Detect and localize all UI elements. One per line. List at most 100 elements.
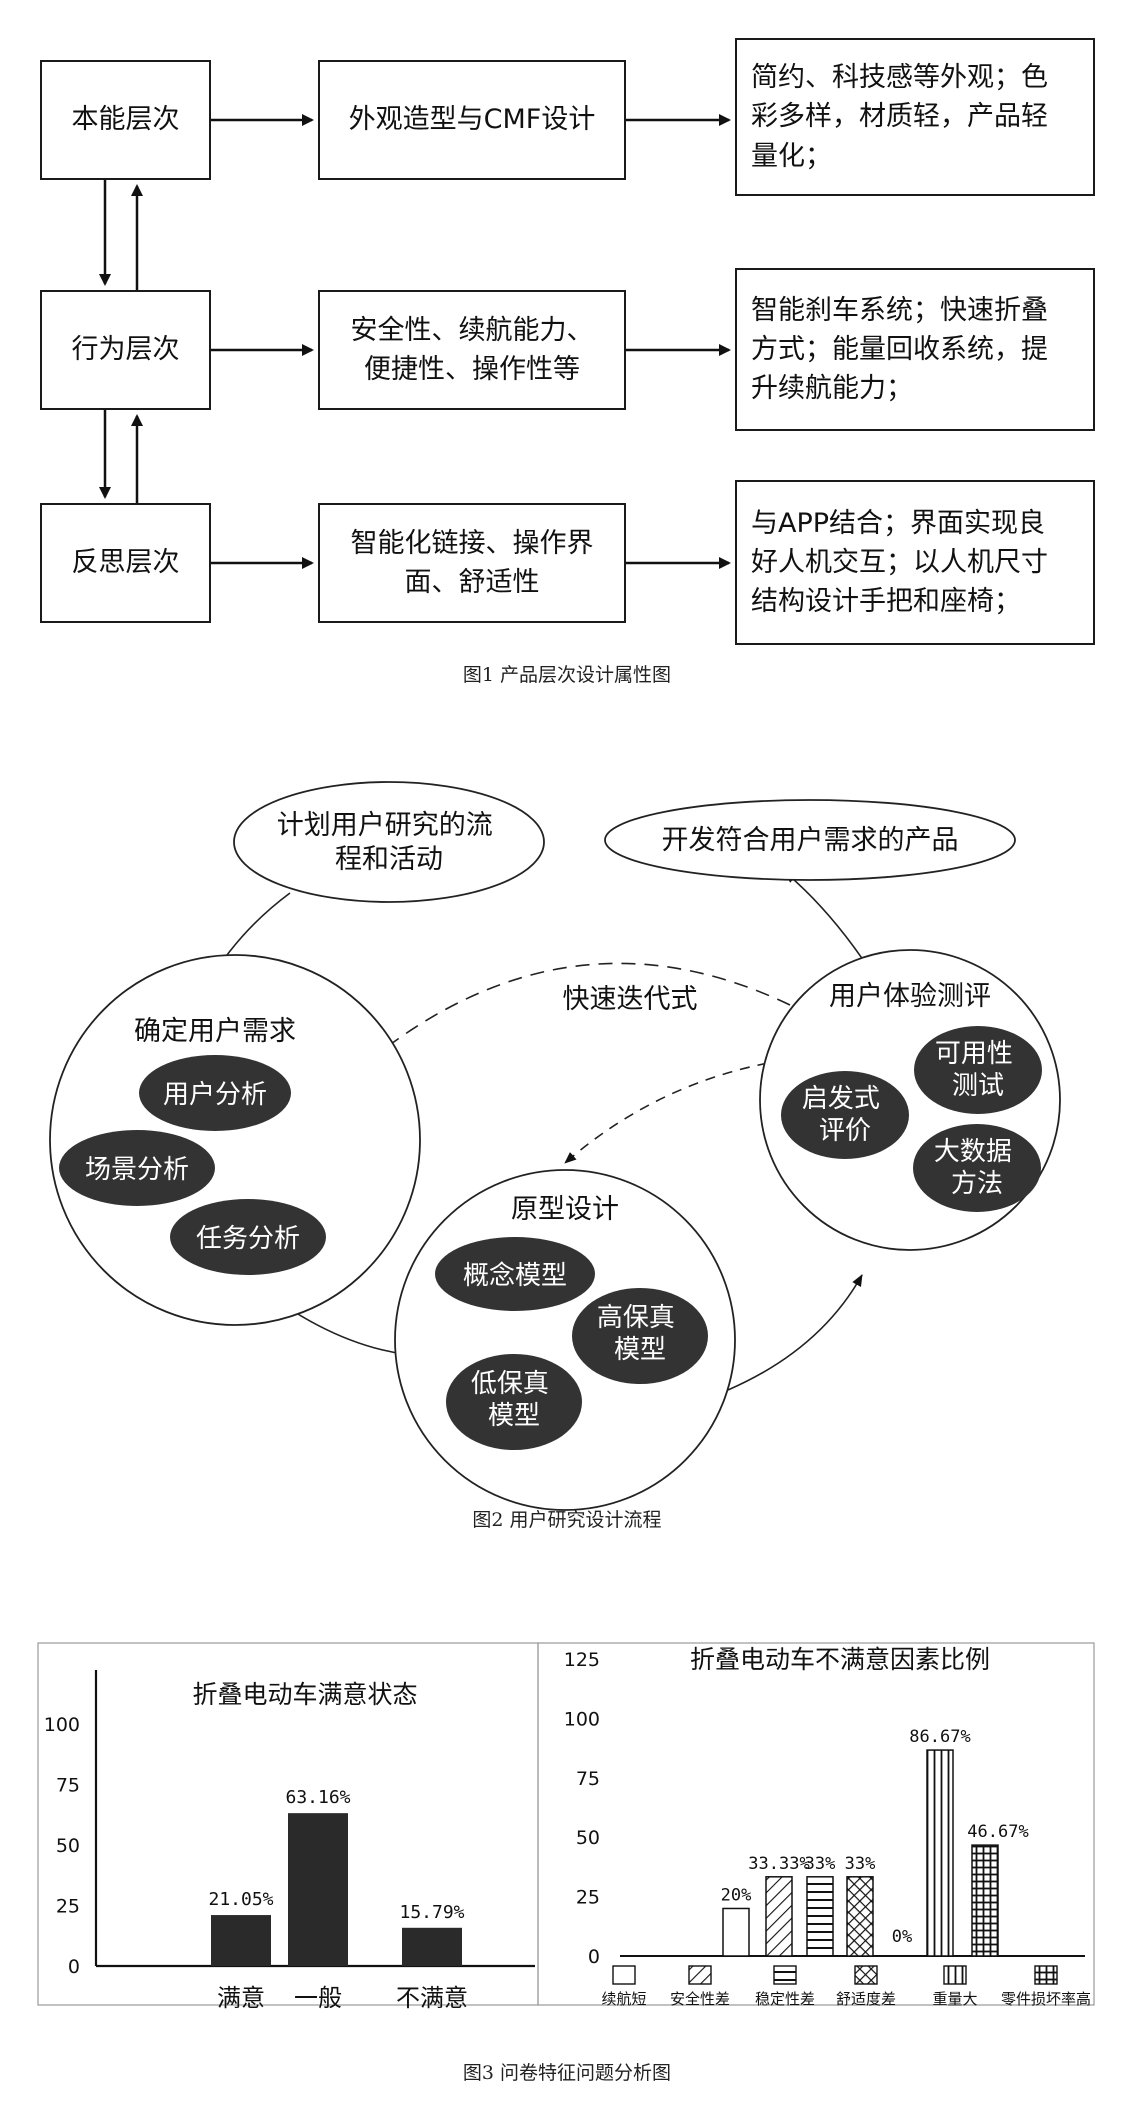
- chart-2-value-label: 86.67%: [909, 1727, 970, 1747]
- proto-title: 原型设计: [511, 1194, 619, 1225]
- chart-2-legend-label: 舒适度差: [836, 1990, 896, 2008]
- level-box-behavior: 行为层次: [40, 290, 211, 410]
- chart-2-bar: [806, 1876, 834, 1957]
- figure-1-arrows: [99, 114, 731, 569]
- chart-2-y-tick-label: 125: [564, 1649, 600, 1671]
- chart-2-legend-label: 零件损坏率高: [1001, 1990, 1091, 2008]
- chart-2-value-label: 20%: [721, 1885, 752, 1905]
- chart-2-value-label: 33%: [805, 1854, 836, 1874]
- attribute-box-2: 安全性、续航能力、 便捷性、操作性等: [318, 290, 626, 410]
- chart-1-y-tick-label: 25: [56, 1896, 80, 1918]
- test-item-bubble: [913, 1124, 1041, 1212]
- attribute-box-3: 智能化链接、操作界 面、舒适性: [318, 503, 626, 623]
- plan-text-line-1: 计划用户研究的流: [277, 810, 493, 841]
- chart-2-bar: [926, 1749, 954, 1957]
- solution-box-3: 与APP结合；界面实现良 好人机交互；以人机尺寸 结构设计手把和座椅；: [735, 480, 1095, 645]
- chart-2-value-label: 33.33%: [748, 1854, 809, 1874]
- chart-2-legend-swatch: [854, 1965, 878, 1985]
- chart-1-bar: [402, 1927, 462, 1966]
- needs-item-user: 用户分析: [163, 1080, 267, 1110]
- iterate-label: 快速迭代式: [563, 984, 698, 1015]
- test-item-usability-line-1: 可用性: [935, 1039, 1013, 1069]
- needs-circle: [49, 954, 421, 1326]
- chart-1-category-label: 满意: [217, 1984, 265, 2012]
- chart-1-bar: [288, 1813, 348, 1966]
- chart-1-value-label: 15.79%: [399, 1902, 464, 1923]
- flow-test-to-develop: [784, 871, 871, 971]
- proto-item-hifi-line-1: 高保真: [597, 1303, 675, 1333]
- chart-2-value-label: 46.67%: [967, 1822, 1028, 1842]
- chart-2-y-tick-label: 75: [576, 1768, 600, 1790]
- iteration-arc-inner: [564, 1059, 786, 1164]
- chart-1-category-label: 一般: [294, 1984, 342, 2012]
- test-item-heuristic: 启发式 评价: [802, 1084, 888, 1146]
- chart-2-legend-swatch: [773, 1965, 797, 1985]
- chart-2-legend-swatch: [612, 1965, 636, 1985]
- chart-2-y-tick-label: 25: [576, 1887, 600, 1909]
- chart-2-legend-label: 重量大: [932, 1990, 977, 2008]
- test-item-bubble: [914, 1026, 1042, 1114]
- plan-ellipse: [233, 781, 545, 903]
- flow-proto-to-test: [727, 1274, 863, 1391]
- test-item-usability: 可用性 测试: [935, 1039, 1021, 1101]
- needs-item-bubble: [139, 1055, 291, 1131]
- chart-2-bar: [765, 1876, 793, 1957]
- needs-title: 确定用户需求: [134, 1016, 296, 1047]
- solution-box-2: 智能刹车系统；快速折叠 方式；能量回收系统，提 升续航能力；: [735, 268, 1095, 431]
- chart-2-zero-label: 0%: [892, 1927, 912, 1947]
- chart-2-legend-swatch: [1034, 1965, 1058, 1985]
- chart-2-legend-label: 稳定性差: [755, 1990, 815, 2008]
- test-item-bigdata-line-1: 大数据: [934, 1137, 1012, 1167]
- chart-1-y-tick-label: 75: [56, 1775, 80, 1797]
- test-item-bigdata-line-2: 方法: [951, 1169, 1003, 1199]
- test-item-heuristic-line-1: 启发式: [802, 1084, 880, 1114]
- needs-item-bubble: [170, 1199, 326, 1275]
- chart-2-value-label: 33%: [845, 1854, 876, 1874]
- chart-1-category-label: 不满意: [396, 1984, 468, 2012]
- proto-item-bubble: [446, 1354, 582, 1450]
- chart-2-bar: [971, 1844, 999, 1957]
- test-title: 用户体验测评: [829, 981, 991, 1012]
- figure-2: 计划用户研究的流 程和活动 开发符合用户需求的产品 快速迭代式 确定用户需求 用…: [49, 781, 1061, 1511]
- needs-item-bubble: [59, 1130, 215, 1206]
- chart-1-bar: [211, 1915, 271, 1966]
- needs-item-task: 任务分析: [196, 1224, 300, 1254]
- proto-item-concept: 概念模型: [463, 1261, 567, 1291]
- chart-2-y-tick-label: 100: [564, 1708, 600, 1730]
- chart-1-y-tick-label: 50: [56, 1835, 80, 1857]
- chart-1-y-tick-label: 0: [68, 1956, 80, 1978]
- proto-item-lofi: 低保真 模型: [471, 1369, 557, 1431]
- chart-2-legend-swatch: [688, 1965, 712, 1985]
- chart-2-bar: [846, 1876, 874, 1957]
- figure-3-caption: 图3 问卷特征问题分析图: [462, 2062, 672, 2084]
- develop-ellipse: [604, 799, 1016, 881]
- solution-box-1: 简约、科技感等外观；色 彩多样，材质轻，产品轻 量化；: [735, 38, 1095, 196]
- level-box-instinct: 本能层次: [40, 60, 211, 180]
- develop-text: 开发符合用户需求的产品: [662, 825, 959, 856]
- chart-2-frame: [537, 1642, 1095, 2006]
- test-item-heuristic-line-2: 评价: [819, 1116, 871, 1146]
- chart-2-title: 折叠电动车不满意因素比例: [690, 1645, 990, 1674]
- proto-item-lofi-line-1: 低保真: [471, 1369, 549, 1399]
- figure-2-caption: 图2 用户研究设计流程: [472, 1509, 662, 1531]
- chart-2-y-tick-label: 50: [576, 1827, 600, 1849]
- test-item-bigdata: 大数据 方法: [934, 1137, 1020, 1199]
- chart-1-title: 折叠电动车满意状态: [192, 1680, 417, 1709]
- test-item-usability-line-2: 测试: [952, 1071, 1004, 1101]
- chart-2-bar: [722, 1907, 750, 1957]
- chart-2-legend-label: 安全性差: [670, 1990, 730, 2008]
- proto-item-bubble: [435, 1237, 595, 1311]
- chart-2-legend: 续航短 安全性差 稳定性差 舒适度差 重量大 零件损坏率高: [601, 1965, 1091, 2008]
- needs-item-scene: 场景分析: [85, 1155, 189, 1185]
- proto-item-hifi: 高保真 模型: [597, 1303, 683, 1365]
- plan-text-line-2: 程和活动: [335, 844, 443, 875]
- chart-2-legend-label: 续航短: [601, 1990, 646, 2008]
- proto-item-lofi-line-2: 模型: [488, 1401, 540, 1431]
- figure-1-caption: 图1 产品层次设计属性图: [462, 664, 672, 686]
- test-item-bubble: [781, 1071, 909, 1159]
- attribute-box-1: 外观造型与CMF设计: [318, 60, 626, 180]
- chart-1-value-label: 21.05%: [208, 1889, 273, 1910]
